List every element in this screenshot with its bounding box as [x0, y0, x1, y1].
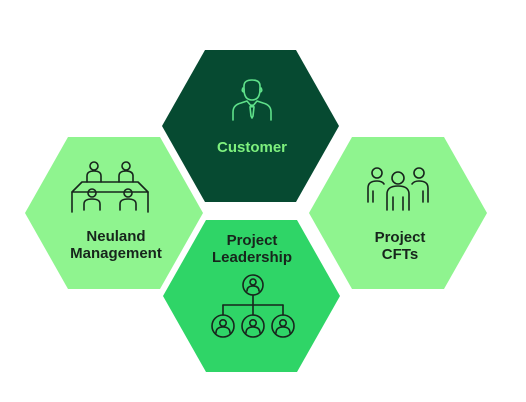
project-leadership-hexagon [163, 220, 340, 372]
team-group-icon [367, 167, 429, 211]
leadership-label-line1: Project [226, 232, 278, 249]
project-cfts-hexagon [309, 137, 487, 289]
leadership-label-line2: Leadership [211, 249, 293, 266]
neuland-label-line2: Management [70, 245, 162, 262]
customer-label-text: Customer [216, 139, 287, 156]
project-cfts-label: Project CFTs [340, 229, 460, 263]
org-chart-icon [211, 274, 295, 338]
customer-hexagon [162, 50, 339, 202]
project-leadership-label: Project Leadership [192, 232, 312, 266]
meeting-table-icon [71, 161, 149, 213]
neuland-management-hexagon [25, 137, 203, 289]
cfts-label-line2: CFTs [381, 246, 419, 263]
neuland-management-label: Neuland Management [56, 228, 176, 262]
person-with-tie-icon [232, 79, 272, 121]
neuland-label-line1: Neuland [86, 228, 146, 245]
customer-label: Customer [192, 139, 312, 156]
cfts-label-line1: Project [374, 229, 426, 246]
